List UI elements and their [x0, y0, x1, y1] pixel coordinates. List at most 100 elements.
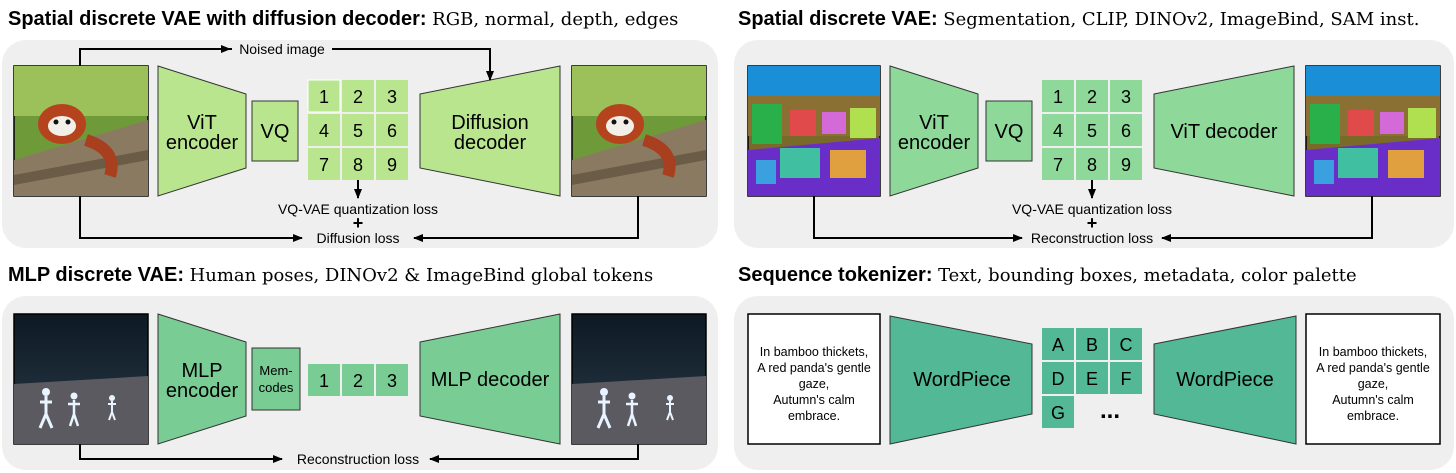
- diffusion-loss-label: Diffusion loss: [316, 230, 399, 246]
- p2-vq-label: VQ: [995, 121, 1024, 143]
- output-text-box: [1305, 313, 1441, 445]
- output-text-line3: gaze,: [1358, 377, 1389, 391]
- panel1-title: Spatial discrete VAE with diffusion deco…: [8, 8, 678, 31]
- p2-vit-decoder-label: ViT decoder: [1170, 121, 1277, 143]
- p4-token-E: E: [1086, 369, 1098, 389]
- vit-encoder-label-line2: encoder: [166, 132, 239, 154]
- panel3-code-row: 1 2 3: [308, 364, 408, 396]
- p1-code-8: 8: [353, 155, 363, 175]
- panel3-diagram: MLP encoder Mem- codes 1 2 3 MLP decoder…: [13, 313, 707, 467]
- mlp-decoder-shape: [419, 313, 561, 445]
- p1-code-1: 1: [319, 87, 329, 107]
- p3-reconstruction-loss-label: Reconstruction loss: [297, 451, 419, 467]
- panel2-title-bold: Spatial discrete VAE:: [738, 8, 938, 30]
- output-text-line1: In bamboo thickets,: [1319, 345, 1427, 359]
- panel4-title-rest: Text, bounding boxes, metadata, color pa…: [938, 265, 1357, 286]
- panel1-code-grid: 1 2 3 4 5 6 7 8 9: [307, 79, 408, 180]
- p4-token-F: F: [1121, 369, 1132, 389]
- p3-code-2: 2: [353, 371, 363, 391]
- p2-vq-box: [985, 100, 1033, 162]
- red-panda-input-image: [13, 65, 149, 197]
- panel4-title: Sequence tokenizer: Text, bounding boxes…: [738, 264, 1357, 287]
- p4-token-B: B: [1086, 335, 1098, 355]
- diffusion-decoder-label-line2: decoder: [454, 132, 527, 154]
- p4-token-D: D: [1052, 369, 1065, 389]
- segmentation-input-image: [747, 65, 881, 197]
- diffusion-decoder-label-line1: Diffusion: [451, 112, 528, 134]
- wordpiece-decoder-label: WordPiece: [1176, 369, 1273, 391]
- panel2-title: Spatial discrete VAE: Segmentation, CLIP…: [738, 8, 1419, 31]
- human-pose-input-image: [13, 313, 149, 445]
- vit-encoder-shape: [157, 65, 247, 197]
- input-text-box: [747, 313, 881, 445]
- output-text-line2: A red panda's gentle: [1316, 361, 1430, 375]
- p2-code-5: 5: [1087, 121, 1097, 141]
- p2-vit-decoder-shape: [1153, 65, 1295, 197]
- vq-label: VQ: [261, 121, 290, 143]
- p2-code-4: 4: [1053, 121, 1063, 141]
- panel4-token-grid: A B C D E F G ...: [1042, 328, 1142, 428]
- mlp-encoder-label-line1: MLP: [181, 360, 222, 382]
- p4-token-A: A: [1052, 335, 1064, 355]
- panel1-title-bold: Spatial discrete VAE with diffusion deco…: [8, 8, 427, 30]
- p2-code-9: 9: [1121, 155, 1131, 175]
- mlp-decoder-label: MLP decoder: [431, 369, 550, 391]
- human-pose-output-image: [571, 313, 707, 445]
- memcodes-label-line1: Mem-: [259, 363, 292, 378]
- panel1-title-rest: RGB, normal, depth, edges: [432, 9, 679, 30]
- panel2-diagram: ViT encoder VQ 1 2 3 4 5 6 7 8 9 ViT dec…: [747, 65, 1441, 246]
- p2-reconstruction-loss-label: Reconstruction loss: [1031, 230, 1153, 246]
- p3-code-3: 3: [387, 371, 397, 391]
- p2-code-2: 2: [1087, 87, 1097, 107]
- p2-code-6: 6: [1121, 121, 1131, 141]
- p2-vit-encoder-shape: [889, 65, 979, 197]
- input-text-line5: embrace.: [788, 409, 840, 423]
- input-text-line4: Autumn's calm: [773, 393, 855, 407]
- p4-token-C: C: [1120, 335, 1133, 355]
- p1-code-3: 3: [387, 87, 397, 107]
- p2-vit-encoder-label-line1: ViT: [919, 112, 949, 134]
- p2-code-7: 7: [1053, 155, 1063, 175]
- wordpiece-encoder-label: WordPiece: [913, 369, 1010, 391]
- red-panda-output-image: [571, 65, 707, 197]
- p1-code-2: 2: [353, 87, 363, 107]
- mlp-encoder-label-line2: encoder: [166, 380, 239, 402]
- panel4-diagram: In bamboo thickets, A red panda's gentle…: [747, 313, 1441, 445]
- panel1-diagram: ViT encoder VQ 1 2 3 4 5 6 7 8 9 Dif: [13, 41, 707, 246]
- p2-vq-loss-label: VQ-VAE quantization loss: [1012, 201, 1172, 217]
- wordpiece-encoder-shape: [889, 315, 1033, 445]
- panel3-title: MLP discrete VAE: Human poses, DINOv2 & …: [8, 264, 653, 287]
- memcodes-label-line2: codes: [259, 380, 294, 395]
- wordpiece-decoder-shape: [1153, 315, 1297, 445]
- output-text-line4: Autumn's calm: [1332, 393, 1414, 407]
- p1-code-9: 9: [387, 155, 397, 175]
- vq-box: [251, 100, 299, 162]
- mlp-encoder-shape: [157, 313, 247, 445]
- panel4-title-bold: Sequence tokenizer:: [738, 264, 933, 286]
- panel3-title-rest: Human poses, DINOv2 & ImageBind global t…: [189, 265, 654, 286]
- input-text-line2: A red panda's gentle: [757, 361, 871, 375]
- panel2-title-rest: Segmentation, CLIP, DINOv2, ImageBind, S…: [943, 9, 1420, 30]
- panel2-code-grid: 1 2 3 4 5 6 7 8 9: [1042, 80, 1142, 180]
- segmentation-output-image: [1305, 65, 1441, 197]
- noised-image-label: Noised image: [239, 41, 325, 57]
- p1-plus-sign: +: [353, 213, 364, 233]
- p2-plus-sign: +: [1087, 213, 1098, 233]
- p1-code-4: 4: [319, 121, 329, 141]
- diffusion-decoder-shape: [419, 65, 561, 197]
- p3-code-1: 1: [319, 371, 329, 391]
- p1-vq-loss-label: VQ-VAE quantization loss: [278, 201, 438, 217]
- input-text-line1: In bamboo thickets,: [760, 345, 868, 359]
- p1-code-6: 6: [387, 121, 397, 141]
- p4-token-ellipsis: ...: [1100, 397, 1120, 424]
- p1-code-7: 7: [319, 155, 329, 175]
- panel3-title-bold: MLP discrete VAE:: [8, 264, 184, 286]
- vit-encoder-label-line1: ViT: [187, 112, 217, 134]
- p2-code-8: 8: [1087, 155, 1097, 175]
- p2-code-1: 1: [1053, 87, 1063, 107]
- p2-vit-encoder-label-line2: encoder: [898, 132, 971, 154]
- output-text-line5: embrace.: [1347, 409, 1399, 423]
- memcodes-box: [251, 347, 301, 411]
- p4-token-G: G: [1051, 403, 1065, 423]
